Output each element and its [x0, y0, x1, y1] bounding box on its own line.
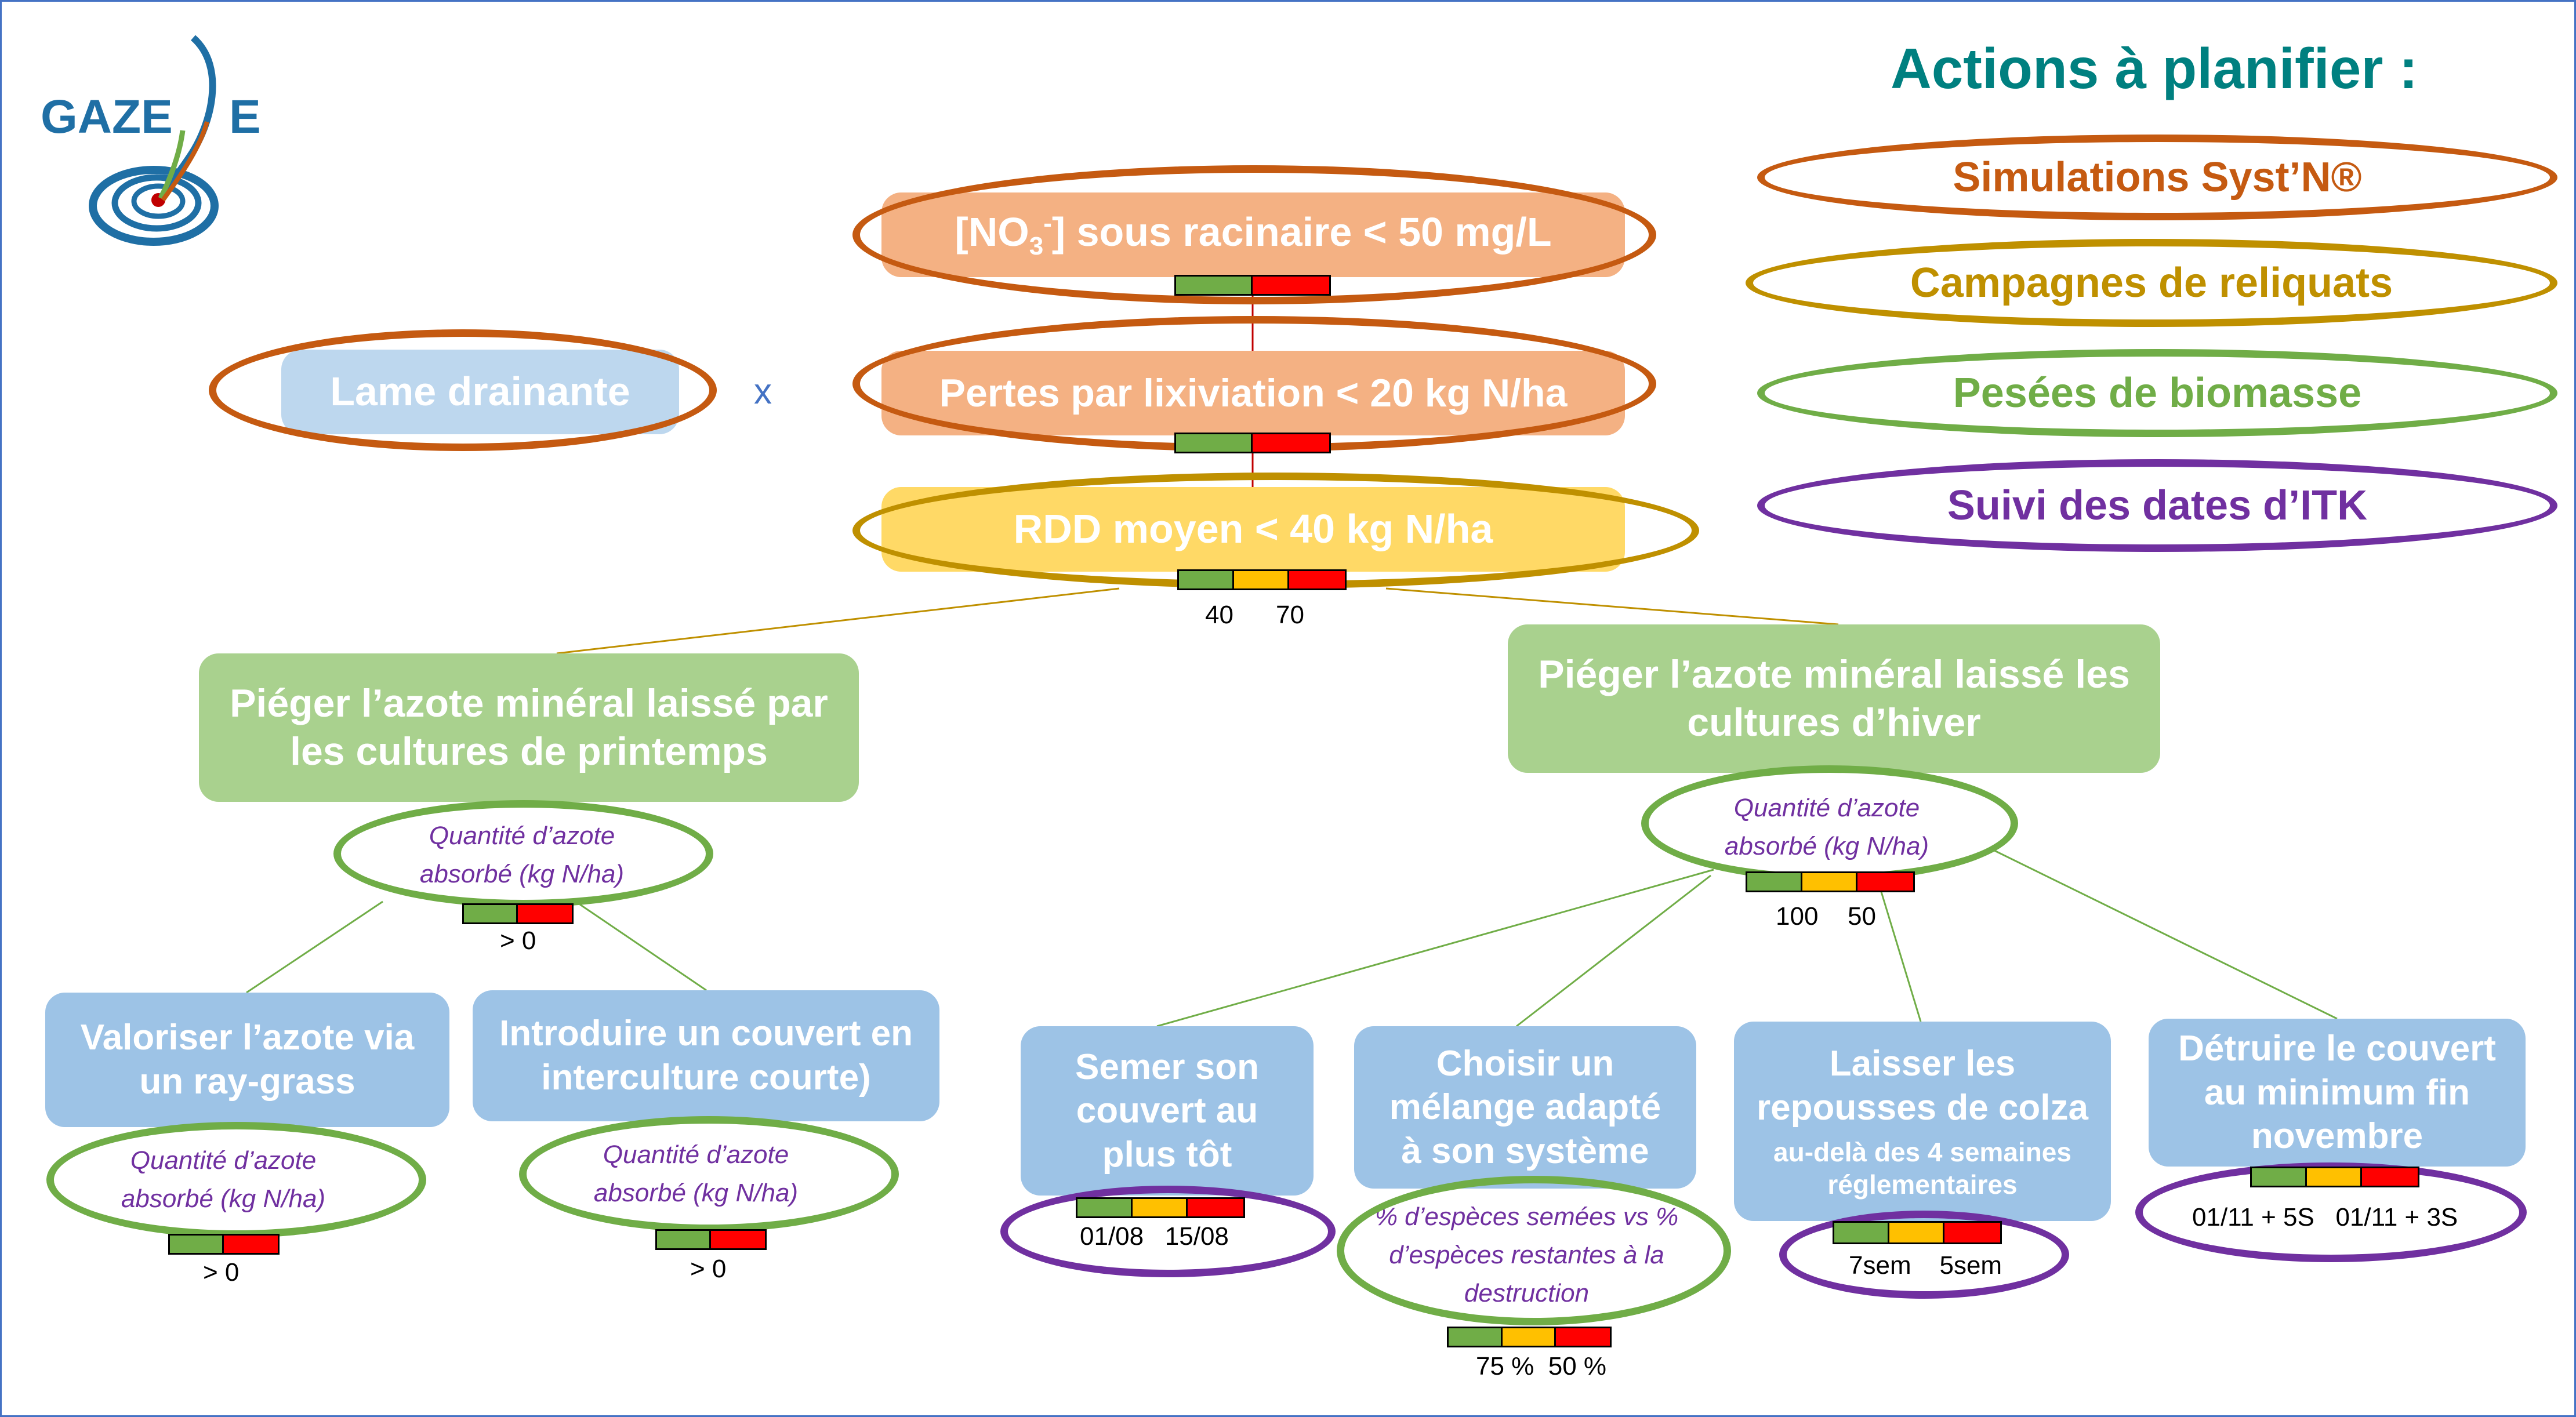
short-cover-threshold: > 0	[690, 1255, 727, 1283]
lever-destroy-cover: Détruire le couvert au minimum fin novem…	[2149, 1019, 2526, 1167]
ryegrass-threshold: > 0	[203, 1258, 240, 1287]
short-cover-biomass-ring	[519, 1116, 899, 1232]
sow-early-thresholds: 01/08 15/08	[1080, 1222, 1229, 1251]
legend-itk: Suivi des dates d’ITK	[1757, 459, 2557, 552]
spring-biomass-ring	[333, 800, 713, 907]
sow-early-gauge	[1076, 1197, 1245, 1218]
mix-biomass-ring	[1337, 1176, 1731, 1325]
lever-short-cover: Introduire un couvert en interculture co…	[473, 990, 939, 1121]
lever-sow-early: Semer son couvert au plus tôt	[1021, 1026, 1314, 1196]
mix-gauge	[1447, 1327, 1612, 1347]
lever-species-mix: Choisir un mélange adapté à son système	[1354, 1026, 1696, 1189]
rapeseed-subtitle: au-delà des 4 semaines réglementaires	[1773, 1136, 2071, 1200]
winter-threshold-50: 50	[1848, 902, 1876, 931]
rdd-threshold-high: 70	[1276, 601, 1304, 629]
rdd-threshold-low: 40	[1205, 601, 1233, 629]
winter-gauge	[1746, 871, 1915, 892]
gazeppe-logo: GAZE E	[38, 32, 281, 246]
destroy-gauge	[2250, 1167, 2419, 1187]
rapeseed-thresholds: 7sem 5sem	[1849, 1251, 2002, 1280]
connector-winter-sow	[1156, 869, 1714, 1027]
connector-winter-destroy	[1991, 848, 2338, 1020]
spring-threshold: > 0	[500, 926, 536, 955]
objective-winter: Piéger l’azote minéral laissé les cultur…	[1508, 624, 2160, 773]
connector-spring-ryegrass	[246, 900, 383, 994]
connector-winter-mix	[1516, 874, 1711, 1027]
destroy-thresholds: 01/11 + 5S 01/11 + 3S	[2192, 1203, 2458, 1231]
rapeseed-title: Laisser les repousses de colza	[1756, 1044, 2089, 1128]
ryegrass-biomass-ring	[46, 1122, 426, 1238]
legend-biomasse: Pesées de biomasse	[1757, 349, 2557, 437]
connector-spring-shortcover	[579, 903, 707, 991]
winter-biomass-ring	[1641, 765, 2018, 881]
lever-ryegrass: Valoriser l’azote via un ray-grass	[45, 993, 449, 1127]
logo-emblem	[89, 35, 219, 246]
rdd-gauge	[1177, 569, 1347, 590]
logo-text-left: GAZE	[41, 90, 173, 143]
winter-threshold-100: 100	[1776, 902, 1819, 931]
logo-text-right: E	[229, 90, 261, 143]
losses-gauge	[1174, 433, 1331, 453]
multiply-sign: x	[754, 372, 772, 412]
ryegrass-gauge	[168, 1234, 280, 1255]
legend-title: Actions à planifier :	[1891, 37, 2418, 100]
lever-rapeseed: Laisser les repousses de colza au-delà d…	[1734, 1022, 2111, 1221]
spring-gauge	[462, 903, 574, 924]
connector-rdd-spring	[556, 587, 1120, 655]
connector-rdd-winter	[1385, 587, 1839, 626]
drainage-simulation-ring	[209, 329, 717, 451]
rapeseed-gauge	[1833, 1221, 2002, 1244]
legend-simulations: Simulations Syst’N®	[1757, 135, 2557, 220]
losses-simulation-ring	[852, 316, 1656, 452]
nitrate-gauge	[1174, 275, 1331, 296]
short-cover-gauge	[655, 1229, 767, 1250]
legend-reliquats: Campagnes de reliquats	[1746, 239, 2557, 327]
mix-thresholds: 75 % 50 %	[1476, 1352, 1607, 1380]
connector-winter-rapeseed	[1878, 884, 1922, 1022]
objective-spring: Piéger l’azote minéral laissé par les cu…	[199, 653, 859, 802]
